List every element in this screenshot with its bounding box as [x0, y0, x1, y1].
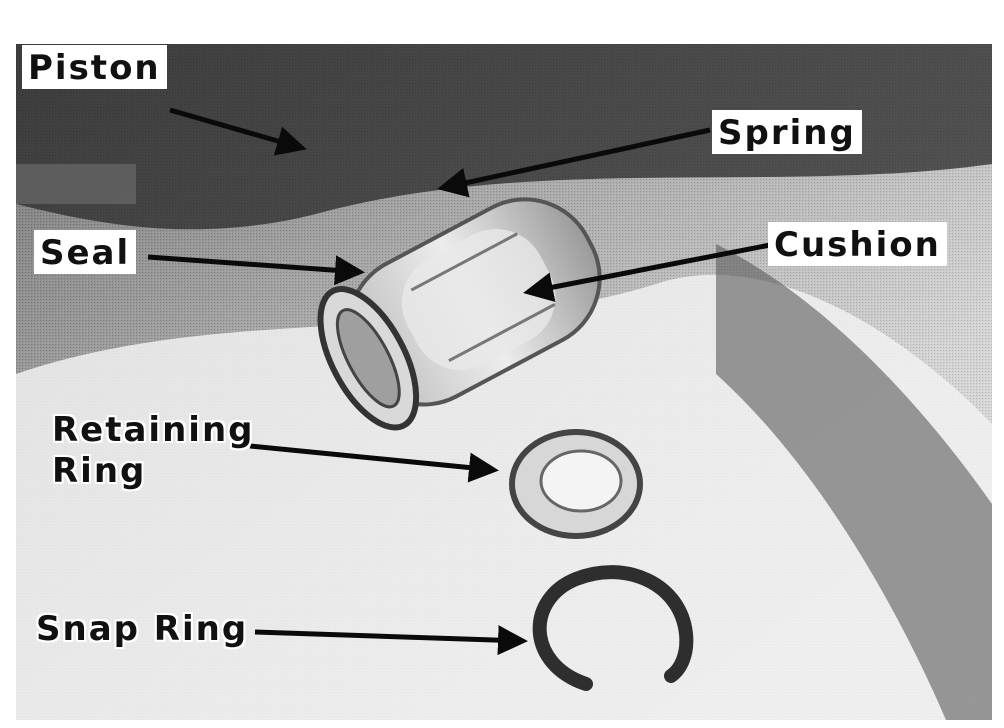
label-seal: Seal [34, 230, 137, 274]
grey-left-strip [16, 164, 136, 204]
retaining-ring-drawing [509, 429, 643, 539]
label-cushion: Cushion [768, 222, 947, 266]
label-spring: Spring [712, 110, 862, 154]
label-retaining-ring: Retaining Ring [52, 410, 255, 491]
snap-ring-drawing [532, 565, 694, 691]
photo-illustration [16, 44, 992, 720]
surface-shadow [716, 244, 992, 720]
label-piston: Piston [22, 45, 167, 89]
label-snap-ring: Snap Ring [36, 609, 249, 649]
